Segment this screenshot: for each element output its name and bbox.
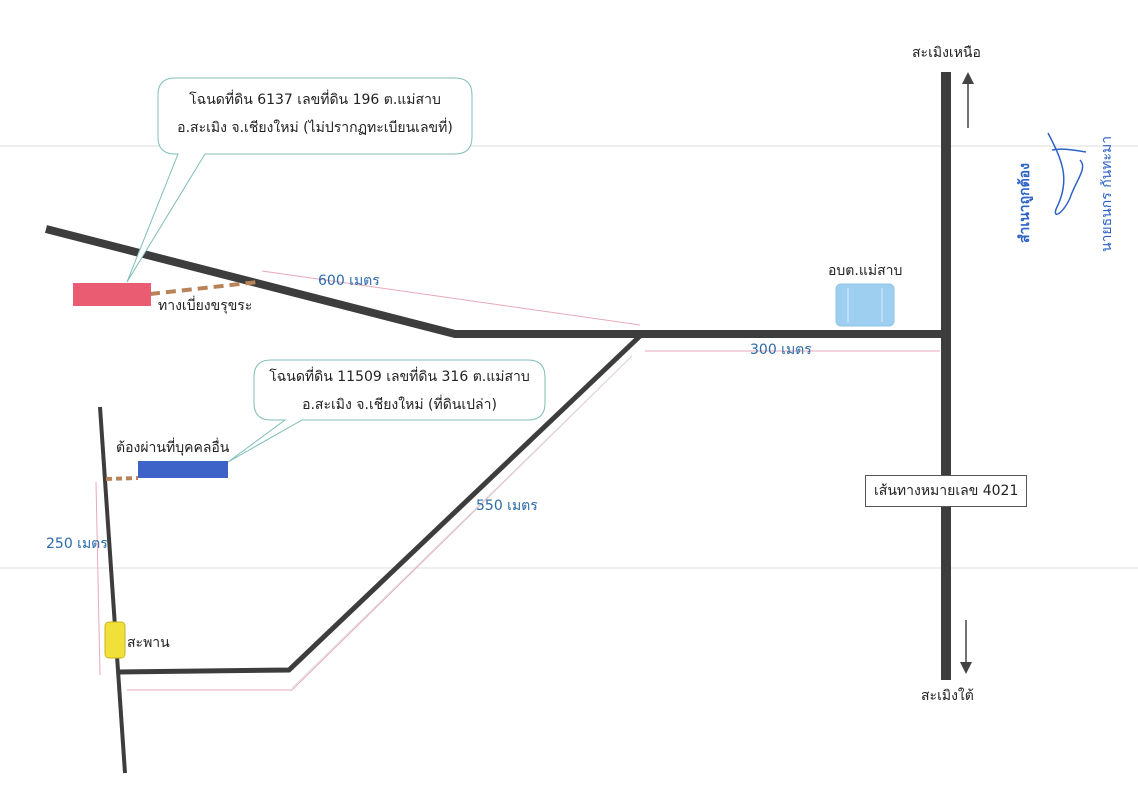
- callout-bubble-1: [126, 77, 473, 283]
- callout-2-line-2: อ.สะเมิง จ.เชียงใหม่ (ที่ดินเปล่า): [302, 397, 497, 413]
- land-plot-316: [138, 461, 228, 478]
- dashed-path-2: [105, 476, 139, 481]
- bridge-marker: [104, 621, 126, 659]
- main-road: [45, 225, 946, 338]
- road-edge-line: [291, 355, 633, 689]
- callout-1-line-1: โฉนดที่ดิน 6137 เลขที่ดิน 196 ต.แม่สาบ: [189, 92, 441, 108]
- dashed-path-1: [149, 280, 259, 296]
- distance-250: 250 เมตร: [46, 536, 108, 552]
- distance-300: 300 เมตร: [750, 342, 812, 358]
- north-label: สะเมิงเหนือ: [912, 45, 981, 61]
- distance-550: 550 เมตร: [476, 498, 538, 514]
- callout-2-text: โฉนดที่ดิน 11509 เลขที่ดิน 316 ต.แม่สาบ …: [254, 363, 545, 419]
- obt-building: [835, 283, 895, 327]
- callout-1-text: โฉนดที่ดิน 6137 เลขที่ดิน 196 ต.แม่สาบ อ…: [158, 86, 472, 142]
- callout-bubble-2: [227, 359, 546, 463]
- certifier-name: นายธนกร กันทะมา: [1099, 135, 1115, 252]
- arrow-south-icon: [960, 620, 972, 674]
- pass-through-label: ต้องผ่านที่บุคคลอื่น: [116, 440, 230, 456]
- measure-line-250: [95, 481, 101, 676]
- callout-2-line-1: โฉนดที่ดิน 11509 เลขที่ดิน 316 ต.แม่สาบ: [269, 369, 530, 385]
- arrow-north-icon: [962, 72, 974, 128]
- obt-label: อบต.แม่สาบ: [828, 263, 903, 279]
- path-label: ทางเบี่ยงขรุขระ: [158, 298, 253, 314]
- signature: [1047, 132, 1087, 215]
- side-road: [98, 406, 127, 774]
- callout-1-line-2: อ.สะเมิง จ.เชียงใหม่ (ไม่ปรากฏทะเบียนเลข…: [177, 120, 453, 136]
- distance-600: 600 เมตร: [318, 273, 380, 289]
- branch-road: [118, 334, 642, 675]
- measure-line-600: [261, 270, 641, 326]
- certified-copy-stamp: สำเนาถูกต้อง: [1017, 163, 1033, 243]
- bridge-label: สะพาน: [127, 635, 170, 651]
- highway-label-box: เส้นทางหมายเลข 4021: [865, 475, 1028, 507]
- land-plot-196: [73, 283, 151, 306]
- south-label: สะเมิงใต้: [921, 688, 974, 704]
